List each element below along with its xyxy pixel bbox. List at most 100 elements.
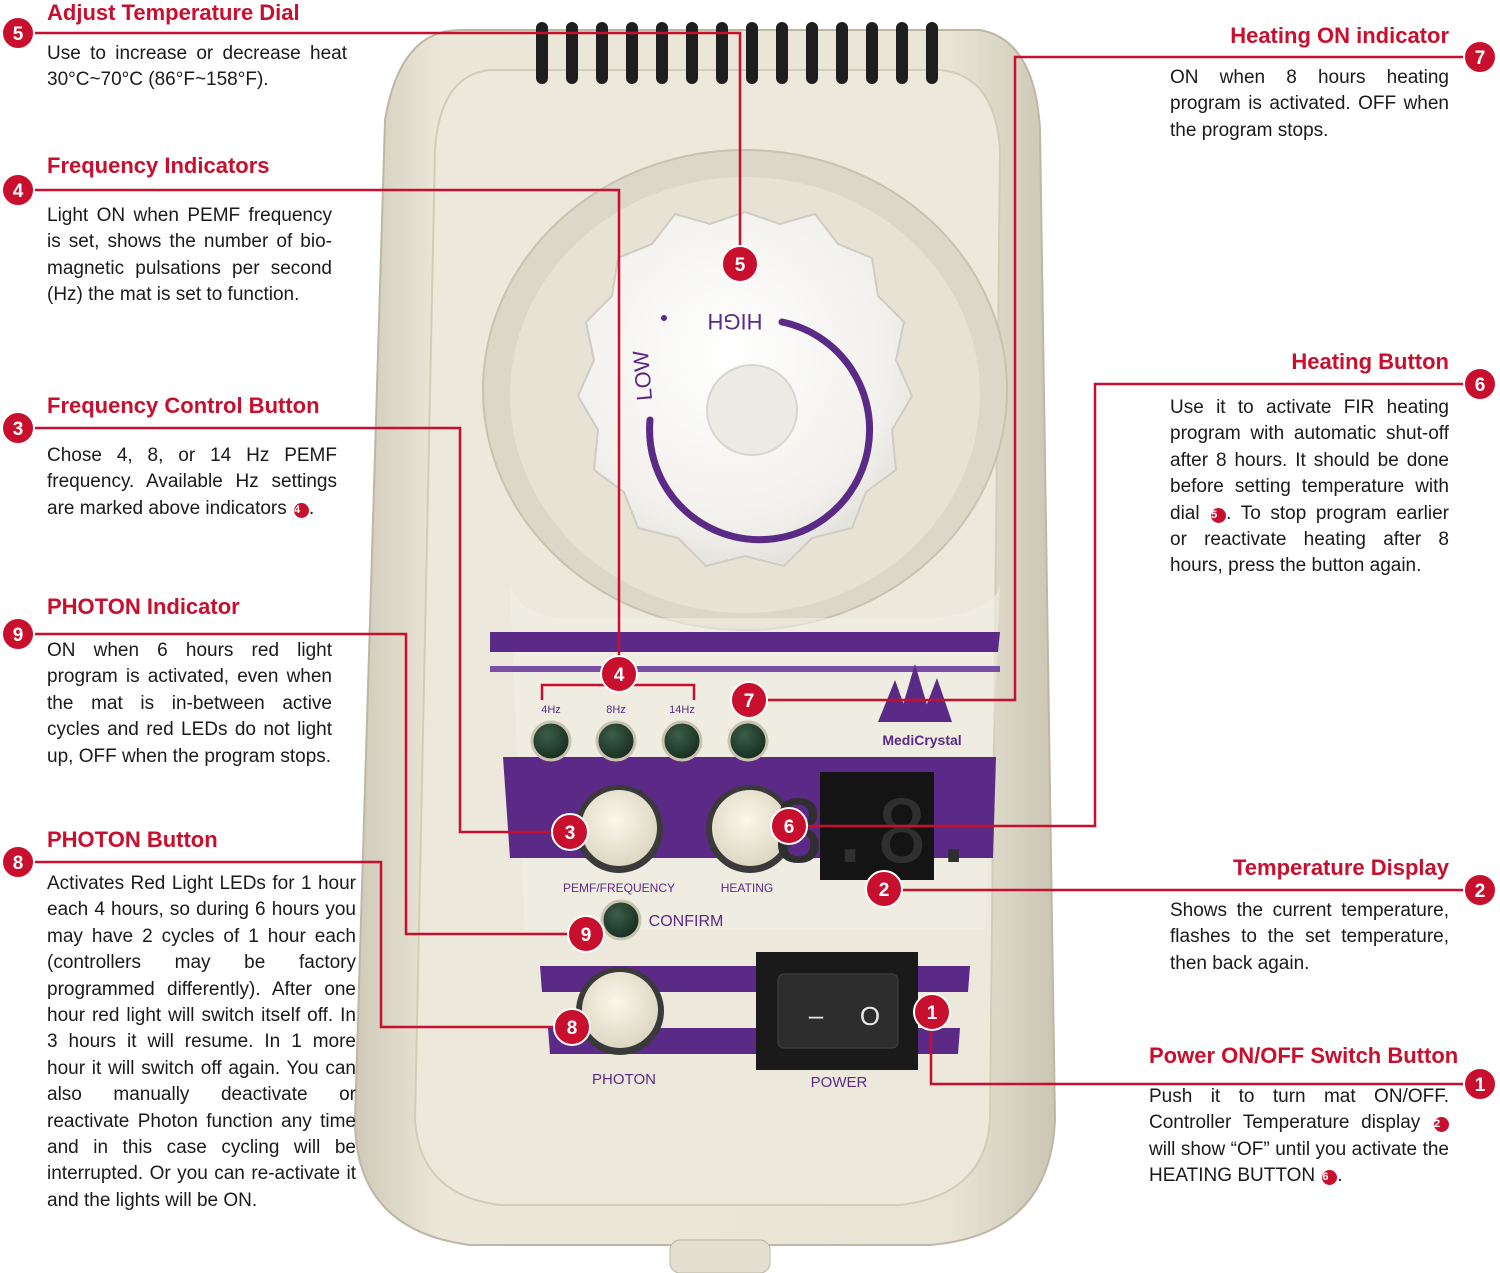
callout-title: Frequency Indicators	[47, 153, 270, 178]
callout-text-cont: will show “OF” until you activate the HE…	[1149, 1138, 1449, 1187]
purple-stripe-top	[490, 632, 1000, 652]
badge-9-device: 9	[567, 915, 605, 953]
svg-text:1: 1	[927, 1003, 938, 1024]
inline-ref-badge: 4	[294, 502, 310, 518]
badge-5-device: 5	[721, 245, 759, 283]
leader-6	[803, 382, 1465, 828]
switch-off-mark: O	[860, 1001, 880, 1031]
callout-text-cont: . To stop program earlier or reactivate …	[1170, 502, 1449, 577]
callout-title: Frequency Control Button	[47, 393, 320, 418]
power-switch	[777, 973, 899, 1049]
callout-title: Power ON/OFF Switch Button	[1149, 1043, 1459, 1068]
badge-2-device: 2	[865, 870, 903, 908]
badge-8-left: 8	[1, 845, 35, 879]
callout-adjust-temperature-dial: Adjust Temperature Dial Use to increase …	[47, 0, 347, 94]
svg-text:8: 8	[567, 1018, 578, 1039]
badge-1-device: 1	[913, 993, 951, 1031]
leader-7	[763, 55, 1465, 702]
temperature-display-digits: 8.8.	[772, 783, 979, 883]
badge-7-device: 7	[730, 681, 768, 719]
callout-photon-indicator: PHOTON Indicator ON when 6 hours red lig…	[47, 594, 332, 770]
led-4hz	[530, 720, 572, 762]
badge-8-device: 8	[553, 1008, 591, 1046]
svg-text:2: 2	[879, 880, 890, 901]
badge-3-left: 3	[1, 411, 35, 445]
callout-power-switch: Power ON/OFF Switch Button Push it to tu…	[1149, 1043, 1459, 1187]
badge-9-left: 9	[1, 617, 35, 651]
svg-text:5: 5	[13, 24, 24, 45]
svg-text:3: 3	[565, 823, 576, 844]
badge-4-device: 4	[600, 655, 638, 693]
freq-label-14hz: 14Hz	[669, 704, 695, 716]
callout-title: PHOTON Indicator	[47, 594, 240, 619]
callout-text: Chose 4, 8, or 14 Hz PEMF frequency. Ava…	[47, 445, 337, 519]
inline-ref-badge: 5	[1211, 507, 1227, 523]
callout-title: Adjust Temperature Dial	[47, 0, 300, 25]
brand-name: MediCrystal	[882, 732, 961, 748]
heating-label: HEATING	[721, 881, 773, 895]
badge-6-device: 6	[770, 807, 808, 845]
callout-text: Shows the current temperature, flashes t…	[1170, 900, 1449, 974]
callout-text: Use to increase or decrease heat 30°C~70…	[47, 43, 347, 91]
svg-text:6: 6	[1475, 375, 1486, 396]
callout-photon-button: PHOTON Button Activates Red Light LEDs f…	[47, 827, 356, 1214]
leader-4	[33, 188, 621, 660]
led-heating	[727, 720, 769, 762]
callout-frequency-control-button: Frequency Control Button Chose 4, 8, or …	[47, 393, 337, 519]
svg-text:1: 1	[1475, 1075, 1486, 1096]
led-14hz	[661, 720, 703, 762]
svg-text:3: 3	[13, 419, 24, 440]
svg-text:7: 7	[1475, 48, 1486, 69]
svg-text:8: 8	[13, 853, 24, 874]
dial-high-label: HIGH	[708, 309, 763, 334]
callout-title: Temperature Display	[1232, 855, 1449, 880]
badge-6-right: 6	[1463, 367, 1497, 401]
badge-1-right: 1	[1463, 1067, 1497, 1101]
photon-button	[582, 972, 658, 1048]
badge-4-left: 4	[1, 173, 35, 207]
photon-label: PHOTON	[592, 1071, 656, 1088]
freq-label-8hz: 8Hz	[606, 704, 626, 716]
svg-text:4: 4	[614, 665, 625, 686]
heating-button	[712, 790, 788, 866]
callout-text: ON when 6 hours red light program is act…	[47, 640, 332, 767]
freq-label-4hz: 4Hz	[541, 704, 561, 716]
callout-title: PHOTON Button	[47, 827, 218, 852]
badge-7-right: 7	[1463, 40, 1497, 74]
switch-on-mark: –	[809, 1000, 824, 1030]
led-photon	[600, 899, 642, 941]
led-8hz	[595, 720, 637, 762]
svg-text:5: 5	[735, 255, 746, 276]
callout-heating-on-indicator: Heating ON indicator ON when 8 hours hea…	[1170, 23, 1449, 144]
leader-9	[33, 632, 572, 936]
callout-frequency-indicators: Frequency Indicators Light ON when PEMF …	[47, 153, 332, 309]
leader-5	[33, 31, 742, 250]
callout-text: Activates Red Light LEDs for 1 hour each…	[47, 873, 356, 1211]
leader-1	[929, 1027, 1465, 1086]
inline-ref-badge: 2	[1434, 1117, 1450, 1133]
pemf-frequency-button	[581, 790, 657, 866]
callout-text: Use it to activate FIR heating program w…	[1170, 397, 1449, 524]
leader-3	[33, 426, 555, 834]
leader-8	[33, 860, 556, 1029]
svg-text:6: 6	[784, 817, 795, 838]
callout-temperature-display: Temperature Display Shows the current te…	[1170, 855, 1449, 977]
callout-text: Push it to turn mat ON/OFF. Controller T…	[1149, 1086, 1449, 1134]
badge-3-device: 3	[551, 813, 589, 851]
callout-title: Heating ON indicator	[1230, 23, 1449, 48]
power-label: POWER	[811, 1074, 868, 1091]
leader-lines	[33, 31, 1465, 1086]
svg-text:9: 9	[581, 925, 592, 946]
svg-text:9: 9	[13, 625, 24, 646]
callout-text: Light ON when PEMF frequency is set, sho…	[47, 205, 332, 306]
svg-text:4: 4	[13, 181, 24, 202]
inline-ref-badge: 6	[1322, 1170, 1338, 1186]
badge-2-right: 2	[1463, 873, 1497, 907]
badge-5-left: 5	[1, 16, 35, 50]
svg-text:2: 2	[1475, 881, 1486, 902]
confirm-label: CONFIRM	[649, 913, 724, 930]
callout-heating-button: Heating Button Use it to activate FIR he…	[1170, 349, 1449, 580]
pemf-frequency-label: PEMF/FREQUENCY	[563, 881, 675, 895]
